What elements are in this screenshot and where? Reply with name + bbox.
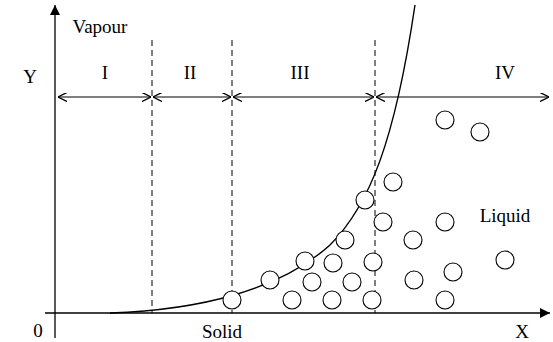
droplet xyxy=(324,254,342,272)
droplet xyxy=(261,271,279,289)
droplet xyxy=(323,291,341,309)
droplet xyxy=(343,273,361,291)
droplet xyxy=(471,123,489,141)
droplet xyxy=(405,271,423,289)
droplet xyxy=(296,252,314,270)
phase-label: Vapour xyxy=(73,17,128,36)
phase-label: Liquid xyxy=(480,206,531,225)
droplet xyxy=(356,191,374,209)
droplet xyxy=(404,231,422,249)
droplet xyxy=(283,291,301,309)
y-axis xyxy=(54,5,55,338)
region-arrows xyxy=(58,96,549,97)
origin-label: 0 xyxy=(33,321,43,340)
droplet xyxy=(496,251,514,269)
axis-label: X xyxy=(515,322,529,341)
droplet xyxy=(436,213,454,231)
droplet xyxy=(336,231,354,249)
droplet xyxy=(384,173,402,191)
droplet xyxy=(436,111,454,129)
droplet xyxy=(363,291,381,309)
droplet xyxy=(444,263,462,281)
region-number: IV xyxy=(495,63,515,82)
interface-curve xyxy=(110,5,415,313)
droplet xyxy=(223,291,241,309)
droplet xyxy=(374,213,392,231)
region-boundaries xyxy=(152,40,375,313)
axis-label: Y xyxy=(23,67,37,86)
region-number: II xyxy=(184,63,197,82)
region-number: I xyxy=(102,63,108,82)
droplets xyxy=(223,111,514,309)
region-number: III xyxy=(291,63,310,82)
droplet xyxy=(436,291,454,309)
droplet xyxy=(303,273,321,291)
droplet xyxy=(364,253,382,271)
phase-label: Solid xyxy=(202,322,242,341)
